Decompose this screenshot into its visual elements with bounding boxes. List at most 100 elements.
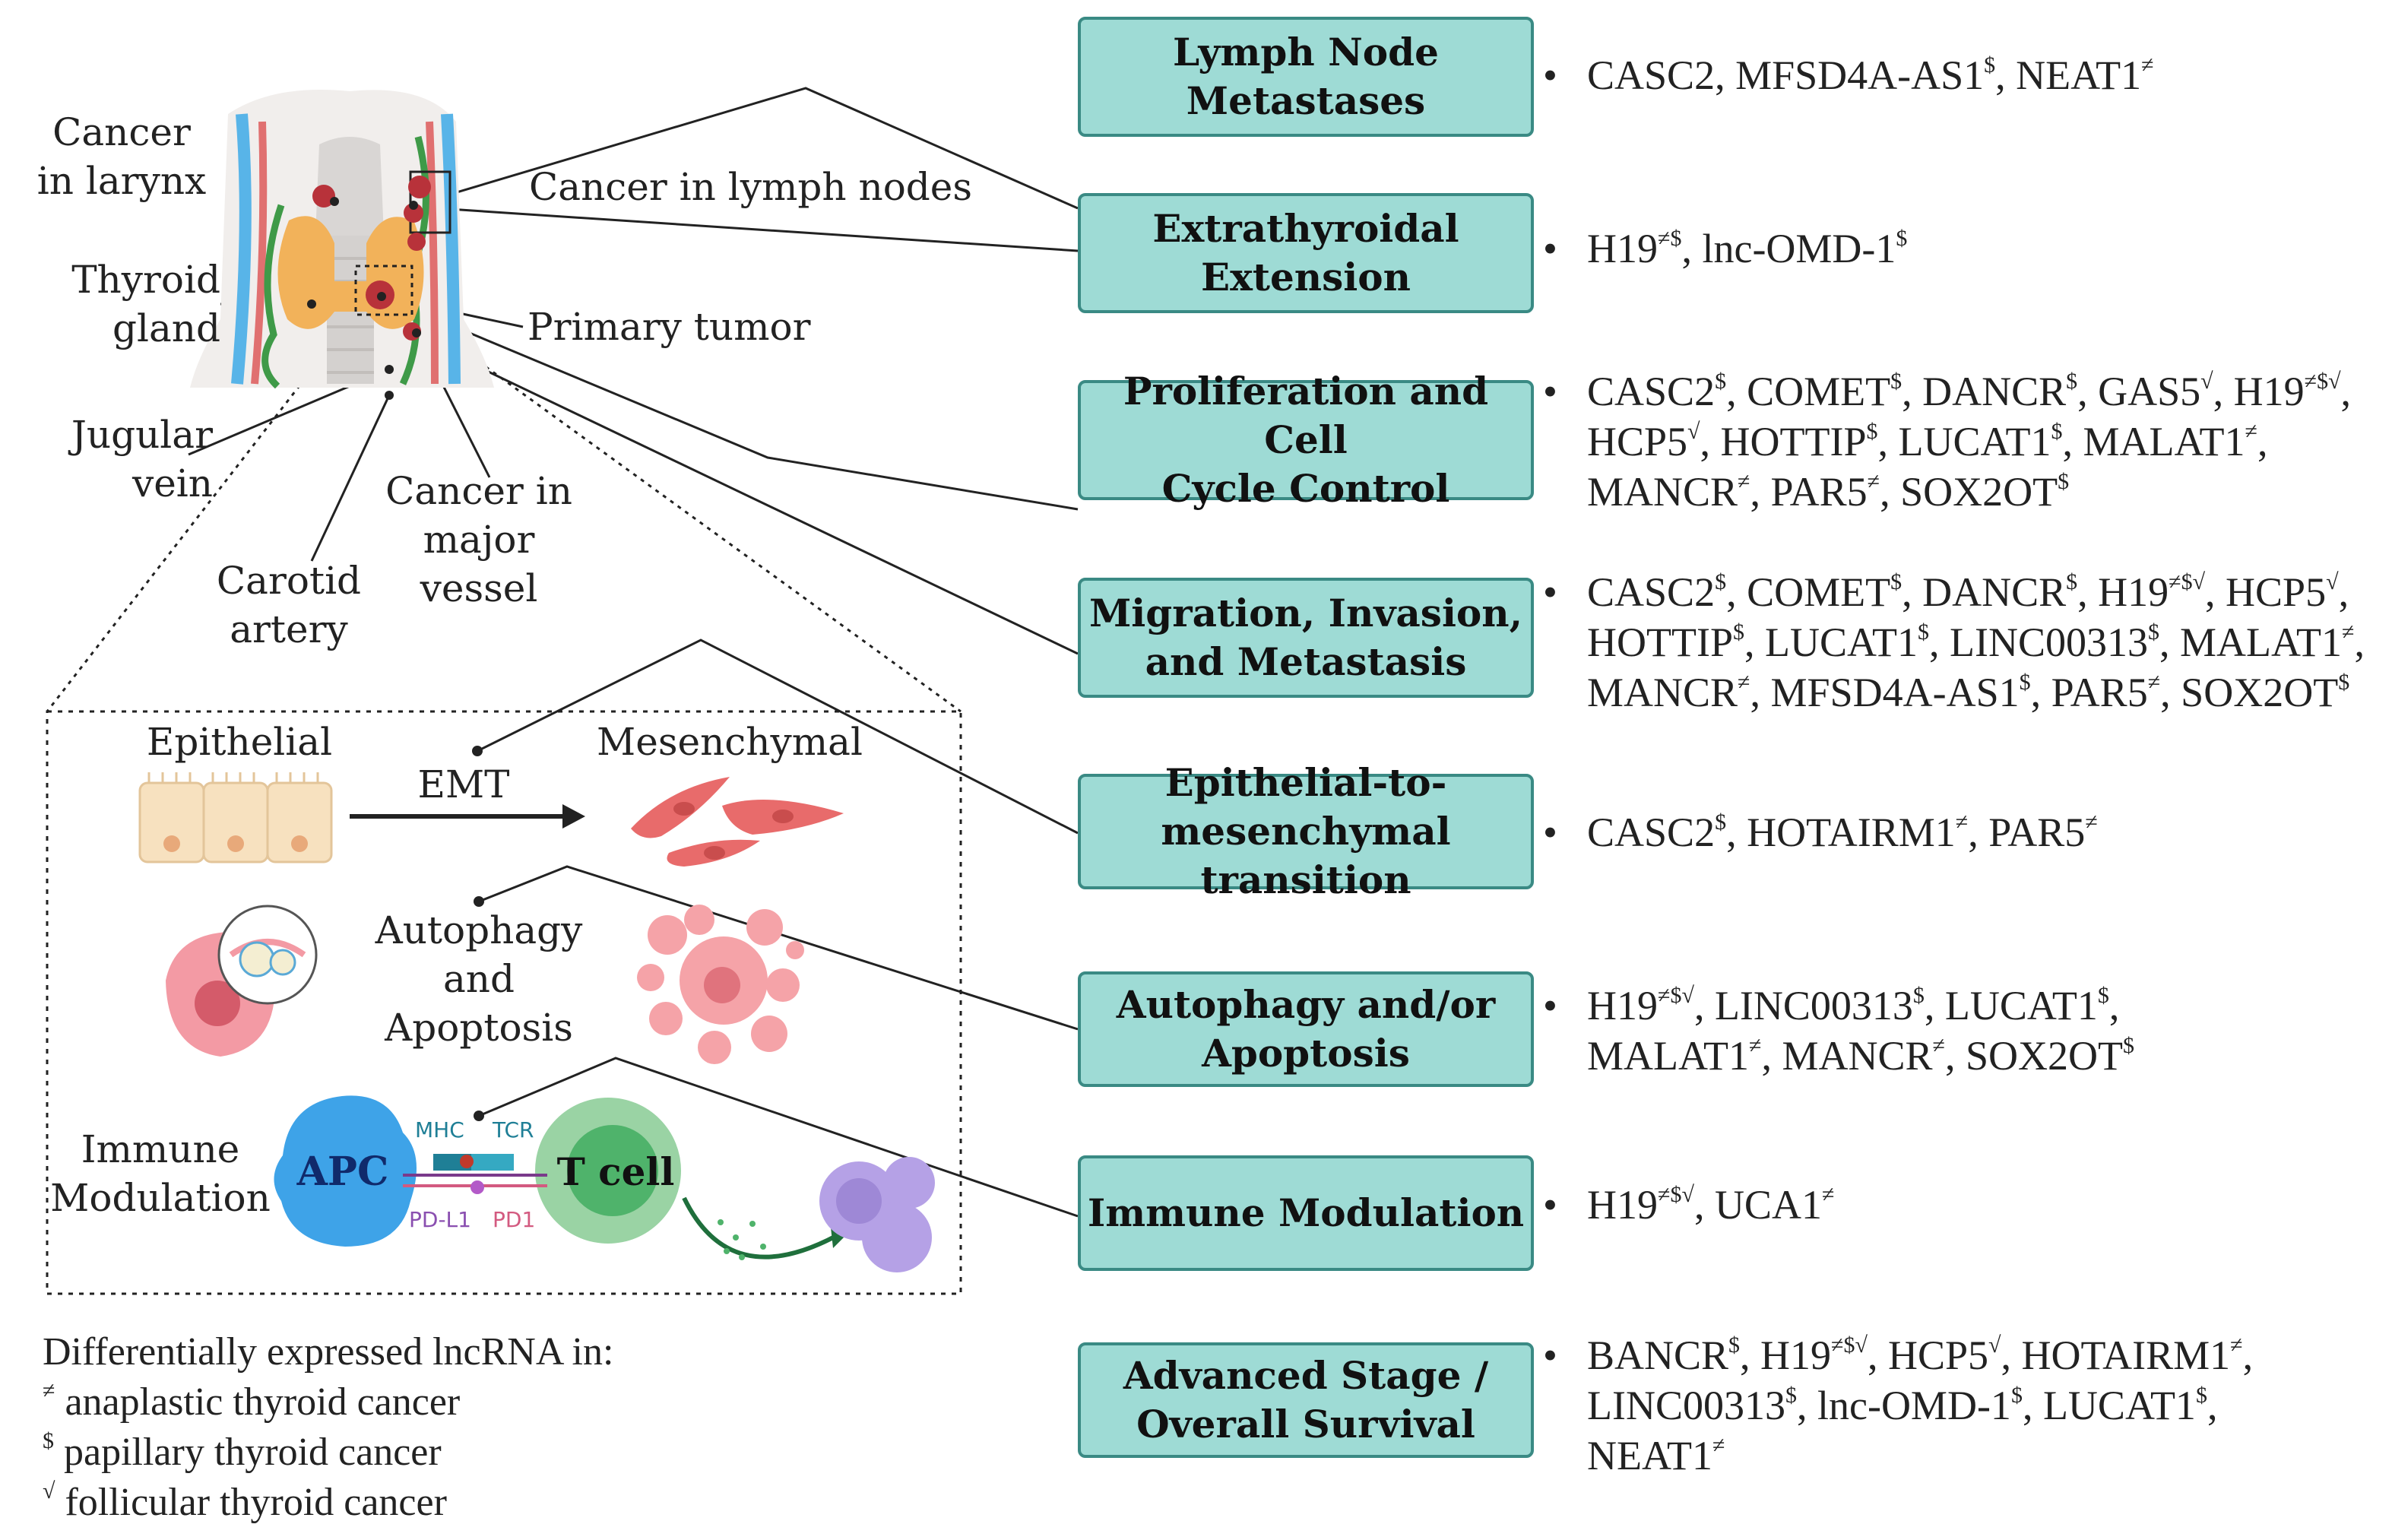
cancer-type-mark: $ (1896, 226, 1908, 251)
label-t-cell: T cell (556, 1149, 675, 1194)
label-apc: APC (296, 1149, 389, 1195)
mesenchymal-cells (631, 777, 844, 867)
neck-anatomy (190, 90, 494, 400)
gene-name: MALAT1 (2083, 419, 2245, 464)
cancer-type-mark: $ (2058, 469, 2070, 494)
cancer-type-mark: ≠ (1712, 1433, 1725, 1458)
cancer-type-mark: $ (1984, 52, 1996, 78)
category-label: Epithelial-to- mesenchymal transition (1161, 760, 1451, 902)
gene-name: lnc-OMD-1 (1702, 226, 1896, 271)
gene-name: H19 (1587, 983, 1658, 1028)
cancer-type-mark: $ (2147, 619, 2159, 645)
gene-line: MANCR≠, PAR5≠, SOX2OT$ (1587, 469, 2070, 515)
gene-line: H19≠$√, UCA1≠ (1587, 1182, 1835, 1228)
gene-list-7: • H19≠$√, UCA1≠ (1543, 1180, 2379, 1230)
bullet-dot: • (1543, 1182, 1557, 1228)
tumor-zoom-box (354, 265, 413, 316)
cancer-type-mark: $ (2019, 670, 2031, 695)
gene-line: BANCR$, H19≠$√, HCP5√, HOTAIRM1≠, (1587, 1332, 2254, 1378)
t-cell-inner (567, 1125, 658, 1216)
gene-line: CASC2$, HOTAIRM1≠, PAR5≠ (1587, 810, 2098, 855)
bullet-dot: • (1543, 52, 1557, 98)
emt-arrow (350, 746, 585, 829)
legend-text: papillary thyroid cancer (54, 1431, 442, 1474)
tumor-lymph-node-1 (408, 176, 431, 198)
label-immune-modulation: Immune Modulation (50, 1127, 271, 1220)
gene-name: COMET (1747, 569, 1891, 615)
jugular-vein-left (231, 113, 252, 385)
apoptotic-cell (637, 905, 804, 1064)
cancer-type-mark: $ (1890, 369, 1903, 394)
gene-name: COMET (1747, 369, 1891, 414)
gene-name: HOTAIRM1 (2021, 1332, 2231, 1378)
connector-vessel (410, 333, 1079, 655)
gene-line: MANCR≠, MFSD4A-AS1$, PAR5≠, SOX2OT$ (1587, 670, 2350, 715)
gene-name: H19 (1587, 1182, 1658, 1228)
zoom-line-right (411, 312, 962, 713)
cancer-type-mark: $ (1728, 1332, 1741, 1358)
cancer-type-mark: $ (1866, 419, 1878, 444)
cancer-type-mark: $ (2066, 569, 2078, 594)
gene-name: MALAT1 (1587, 1033, 1749, 1079)
cancer-type-mark: $ (1917, 619, 1929, 645)
gene-name: SOX2OT (1900, 469, 2058, 515)
gene-line: H19≠$√, LINC00313$, LUCAT1$, (1587, 983, 2120, 1028)
gene-name: SOX2OT (2181, 670, 2339, 715)
autophagy-cell (166, 896, 484, 1057)
cytokine-arrow (682, 1196, 838, 1260)
gene-line: H19≠$, lnc-OMD-1$ (1587, 226, 1908, 271)
gene-line: CASC2, MFSD4A-AS1$, NEAT1≠ (1587, 52, 2154, 98)
tumor-larynx (312, 185, 335, 208)
gene-name: LUCAT1 (2042, 1383, 2196, 1428)
cancer-type-mark: $ (1890, 569, 1903, 594)
cancer-type-mark: $ (2051, 419, 2063, 444)
cancer-type-mark: ≠$√ (1831, 1332, 1868, 1358)
label-mhc: MHC (415, 1117, 464, 1142)
cancer-type-mark: $ (1732, 619, 1744, 645)
cancer-type-mark: $ (2123, 1033, 2134, 1058)
category-label: Proliferation and Cell Cycle Control (1123, 369, 1489, 511)
gene-list-3: •CASC2$, COMET$, DANCR$, GAS5√, H19≠$√,H… (1543, 366, 2379, 517)
tumor-spots (312, 176, 431, 341)
gene-name: NEAT1 (1587, 1433, 1712, 1478)
gene-name: HOTAIRM1 (1747, 810, 1956, 855)
gene-name: LINC00313 (1714, 983, 1913, 1028)
gene-line: CASC2$, COMET$, DANCR$, GAS5√, H19≠$√, (1587, 369, 2352, 414)
legend-item: √ follicular thyroid cancer (43, 1478, 613, 1528)
target-cells (819, 1157, 935, 1272)
gene-name: HCP5 (2226, 569, 2327, 615)
cancer-type-mark: √ (2200, 369, 2213, 394)
cancer-type-mark: $ (2010, 1383, 2023, 1408)
legend-text: follicular thyroid cancer (55, 1481, 447, 1524)
category-box-1: Lymph Node Metastases (1078, 17, 1534, 137)
category-label: Immune Modulation (1087, 1190, 1525, 1235)
gene-line: HOTTIP$, LUCAT1$, LINC00313$, MALAT1≠, (1587, 619, 2365, 665)
gene-name: PAR5 (1770, 469, 1868, 515)
cancer-type-mark: $ (2338, 670, 2350, 695)
gene-name: LUCAT1 (1898, 419, 2051, 464)
gene-list-4: •CASC2$, COMET$, DANCR$, H19≠$√, HCP5√,H… (1543, 567, 2379, 718)
cancer-type-mark: $ (1715, 569, 1727, 594)
gene-name: LINC00313 (1587, 1383, 1785, 1428)
bullet-dot: • (1543, 569, 1557, 615)
gene-list-2: •H19≠$, lnc-OMD-1$ (1543, 223, 2379, 274)
cancer-type-mark: ≠ (1738, 670, 1750, 695)
gene-name: MANCR (1587, 670, 1738, 715)
tumor-lymph-node-2 (404, 203, 423, 223)
category-box-4: Migration, Invasion, and Metastasis (1078, 578, 1534, 698)
legend-mark: √ (43, 1478, 55, 1504)
connector-lymph-nodes (413, 87, 1079, 210)
cancer-type-mark: ≠ (2141, 52, 2154, 78)
process-panel (46, 710, 962, 1295)
gene-name: H19 (2233, 369, 2305, 414)
jugular-vein-right (441, 113, 461, 385)
gene-list-8: •BANCR$, H19≠$√, HCP5√, HOTAIRM1≠,LINC00… (1543, 1330, 2379, 1481)
cancer-type-mark: $ (1715, 369, 1727, 394)
cancer-type-mark: ≠ (1749, 1033, 1762, 1058)
apc-cell (274, 1095, 417, 1247)
cancer-type-mark: ≠ (1738, 469, 1750, 494)
label-cancer-in-larynx: Cancer in larynx (36, 110, 207, 203)
category-box-6: Autophagy and/or Apoptosis (1078, 971, 1534, 1087)
legend-item: $ papillary thyroid cancer (43, 1428, 613, 1478)
